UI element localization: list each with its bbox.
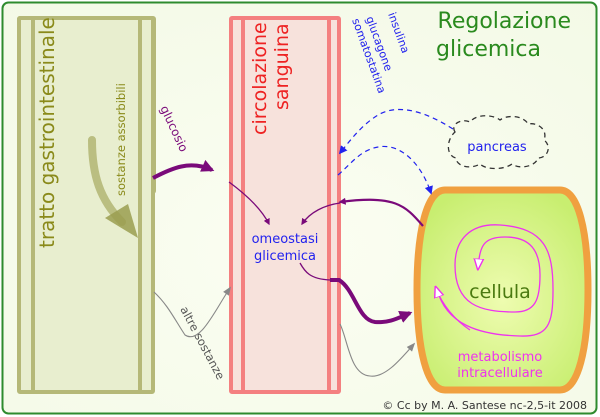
gut-tube-shape (17, 16, 155, 394)
pancreas-label: pancreas (467, 140, 527, 155)
glucose-line-to-homeostasis (228, 181, 270, 226)
glucose-arrow-blood-to-cell (330, 278, 413, 325)
credit-text: © Cc by M. A. Santese nc-2,5-it 2008 (382, 399, 587, 412)
glucose-arrow-cell-to-blood (338, 197, 424, 227)
title-line1: Regolazione (438, 9, 571, 34)
homeostasis-label-line2: glicemica (254, 249, 316, 264)
blood-label-line1: circolazione (249, 22, 271, 135)
metabolism-spiral-outer (436, 224, 554, 337)
hormone-arrow-to-cell (337, 145, 433, 195)
metabolism-label-line1: metabolismo (458, 350, 543, 365)
glucose-line-homeostasis-out (299, 262, 331, 281)
pancreas-cloud (447, 115, 549, 170)
other-arrow-blood-to-cell (339, 323, 416, 377)
homeostasis-label-line1: omeostasi (252, 232, 319, 247)
metabolism-label-line2: intracellulare (457, 366, 543, 381)
other-arrow-gut-to-blood (153, 286, 231, 338)
title-line2: glicemica (436, 37, 541, 62)
glucose-arrow-gut-to-blood (152, 159, 215, 180)
gut-label: tratto gastrointestinale (35, 17, 59, 248)
absorption-arrowhead-icon (105, 204, 138, 238)
blood-tube-shape (229, 16, 341, 394)
blood-label-line2: sanguina (271, 23, 293, 110)
cell-label: cellula (469, 281, 531, 303)
gut-sublabel: sostanze assorbibili (114, 83, 128, 196)
cell-shape (413, 186, 592, 394)
metabolism-arrow-start (436, 288, 471, 331)
glucose-line-to-homeostasis-right (301, 202, 341, 226)
hormone-arrow-to-blood (338, 108, 454, 155)
